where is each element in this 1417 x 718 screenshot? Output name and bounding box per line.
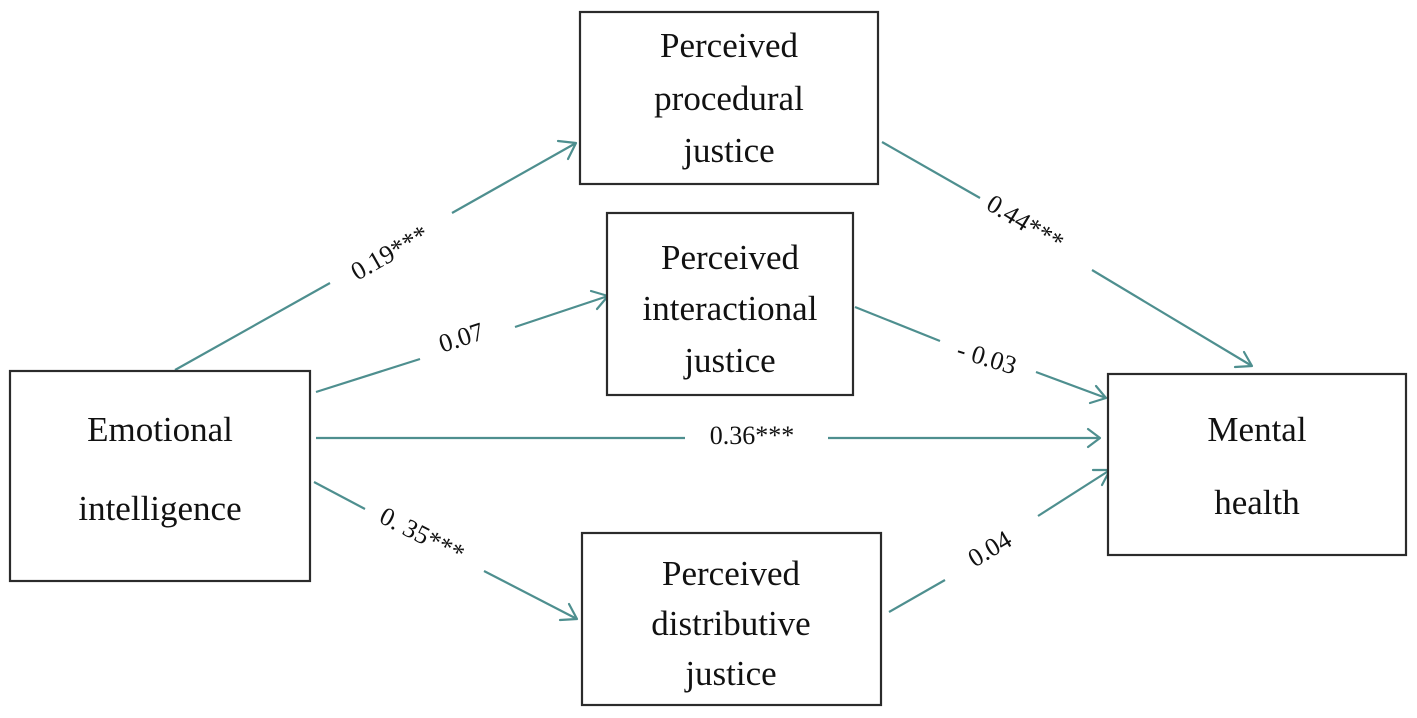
- arrowhead-procedural: [556, 139, 578, 161]
- node-mental-health-line-1: Mental: [1207, 410, 1306, 449]
- node-distributive-justice-line-2: distributive: [651, 604, 810, 643]
- path-ei-to-distributive: 0. 35***: [313, 481, 579, 622]
- node-distributive-justice-line-1: Perceived: [662, 554, 800, 593]
- node-distributive-justice-line-3: justice: [683, 654, 776, 693]
- path-distributive-to-mental-health: 0.04: [888, 468, 1112, 613]
- node-emotional-intelligence-line-1: Emotional: [87, 410, 233, 449]
- path-procedural-to-mental-health: 0.44***: [881, 141, 1254, 369]
- coef-procedural-mental-health: 0.44***: [982, 189, 1069, 257]
- arrowhead-distributive: [558, 602, 579, 622]
- node-interactional-justice: Perceived interactional justice: [605, 211, 855, 397]
- node-distributive-justice: Perceived distributive justice: [580, 531, 883, 707]
- path-ei-to-procedural: 0.19***: [174, 139, 578, 371]
- path-ei-to-interactional: 0.07: [315, 289, 610, 394]
- node-procedural-justice-line-3: justice: [681, 131, 774, 170]
- coef-ei-procedural: 0.19***: [346, 219, 434, 286]
- coef-ei-mental-health: 0.36***: [710, 421, 795, 450]
- arrowhead-procedural-mh: [1233, 350, 1254, 369]
- path-interactional-to-mental-health: - 0.03: [854, 305, 1108, 405]
- coef-interactional-mental-health: - 0.03: [953, 335, 1019, 380]
- node-procedural-justice-line-1: Perceived: [660, 26, 798, 65]
- node-emotional-intelligence-line-2: intelligence: [78, 489, 241, 528]
- coef-ei-interactional: 0.07: [435, 317, 487, 359]
- arrowhead-interactional-mh: [1088, 384, 1108, 405]
- node-interactional-justice-line-2: interactional: [643, 289, 818, 328]
- coef-distributive-mental-health: 0.04: [963, 525, 1017, 573]
- node-emotional-intelligence: Emotional intelligence: [8, 369, 312, 583]
- node-mental-health-line-2: health: [1214, 483, 1300, 522]
- node-interactional-justice-line-3: justice: [682, 341, 775, 380]
- path-ei-to-mental-health: 0.36***: [316, 421, 1102, 450]
- node-mental-health: Mental health: [1106, 372, 1408, 557]
- node-procedural-justice-line-2: procedural: [654, 79, 804, 118]
- node-interactional-justice-line-1: Perceived: [661, 238, 799, 277]
- node-procedural-justice: Perceived procedural justice: [578, 10, 880, 186]
- arrowhead-direct: [1086, 427, 1102, 449]
- coef-ei-distributive: 0. 35***: [375, 501, 469, 568]
